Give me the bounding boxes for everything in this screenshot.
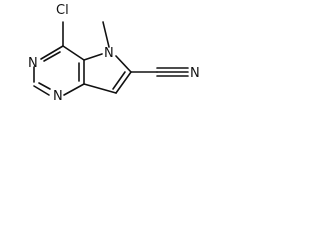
bond-n5-methyl: [102, 21, 110, 48]
ring-nitrogen-bottom-label: N: [53, 89, 63, 104]
structure-canvas: Cl N N N N: [0, 0, 226, 138]
bond-n1-c7a: [63, 83, 85, 96]
bond-c4a-n5: [83, 53, 103, 61]
ring-nitrogen-top-label: N: [28, 56, 38, 71]
bond-c4a-c4: [62, 45, 85, 61]
bond-c4-n3-double: [43, 51, 61, 62]
nitrile-nitrogen-label: N: [190, 66, 200, 81]
pyrrole-nitrogen-label: N: [104, 46, 114, 61]
atom-label-group: Cl N N N N: [28, 3, 200, 104]
molecule-structure: Cl N N N N: [28, 3, 200, 104]
bond-n5-c6: [115, 55, 132, 73]
bond-group: [33, 21, 189, 96]
bond-c4-n3: [40, 45, 64, 60]
bond-c6-c7: [115, 71, 132, 94]
chlorine-label: Cl: [56, 3, 69, 18]
bond-c7-c7a: [83, 83, 117, 94]
bond-c2-n1: [33, 85, 50, 96]
bond-c2-n1-double: [38, 82, 51, 90]
bond-c6-c7-double: [112, 71, 126, 90]
